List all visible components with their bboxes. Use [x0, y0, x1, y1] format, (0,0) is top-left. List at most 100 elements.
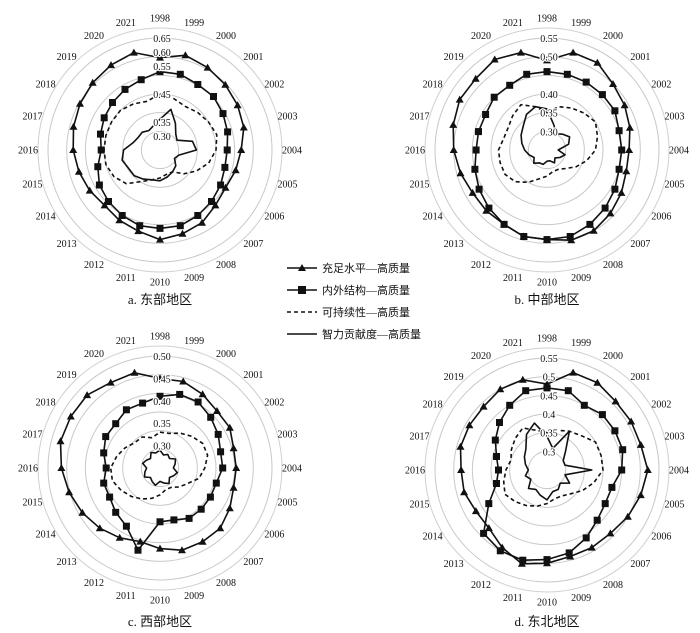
marker-structure-2008 [586, 220, 594, 228]
marker-adequacy-2019 [471, 74, 480, 82]
marker-structure-2011 [520, 233, 528, 240]
marker-structure-2020 [122, 406, 130, 414]
category-label-2008: 2008 [216, 260, 236, 271]
marker-adequacy-1998 [156, 374, 164, 382]
marker-adequacy-2008 [198, 537, 207, 545]
marker-adequacy-1999 [569, 48, 578, 56]
marker-structure-2008 [194, 212, 202, 219]
legend: 充足水平—高质量 内外结构—高质量 可持续性—高质量 智力贡献度—高质量 [287, 261, 421, 341]
marker-adequacy-2019 [479, 402, 488, 410]
category-label-2019: 2019 [444, 52, 464, 63]
marker-adequacy-2002 [225, 423, 234, 431]
marker-structure-2007 [601, 204, 609, 212]
category-label-2010: 2010 [537, 598, 557, 609]
marker-structure-2000 [580, 401, 588, 409]
category-label-2002: 2002 [651, 400, 671, 411]
marker-structure-2021 [139, 399, 147, 407]
tick-label: 0.55 [153, 62, 171, 73]
category-label-1999: 1999 [571, 18, 591, 29]
marker-structure-2010 [543, 236, 551, 244]
tick-label: 0.45 [153, 374, 171, 385]
grid-ring [47, 355, 273, 581]
marker-structure-2019 [112, 420, 120, 428]
category-label-2005: 2005 [278, 180, 298, 191]
marker-structure-2021 [137, 76, 145, 84]
marker-structure-2005 [615, 165, 623, 173]
marker-adequacy-2011 [136, 537, 145, 545]
tick-label: 0.60 [153, 48, 171, 59]
category-label-2002: 2002 [651, 80, 671, 91]
outer-ring [424, 347, 670, 593]
marker-adequacy-2006 [617, 188, 626, 196]
category-label-2014: 2014 [36, 212, 56, 223]
category-label-2001: 2001 [243, 370, 263, 381]
marker-structure-2019 [496, 419, 503, 426]
marker-adequacy-2008 [198, 218, 206, 226]
category-label-2009: 2009 [184, 273, 204, 284]
marker-adequacy-2000 [593, 378, 602, 386]
marker-structure-2005 [221, 163, 229, 171]
category-label-2014: 2014 [423, 212, 443, 223]
marker-structure-2002 [219, 110, 227, 118]
series-line-adequacy [452, 51, 631, 241]
marker-adequacy-2017 [69, 122, 78, 130]
marker-adequacy-2004 [237, 146, 246, 153]
marker-structure-2016 [97, 146, 105, 154]
marker-adequacy-2021 [518, 375, 527, 383]
marker-adequacy-2020 [490, 55, 499, 63]
category-label-2011: 2011 [116, 591, 136, 602]
legend-item-structure: 内外结构—高质量 [287, 283, 410, 297]
marker-structure-2009 [566, 233, 574, 240]
tick-label: 0.5 [543, 373, 556, 384]
grid-ring [490, 93, 604, 207]
marker-structure-2021 [522, 387, 530, 395]
tick-label: 0.35 [540, 429, 558, 440]
marker-structure-2011 [134, 546, 142, 554]
category-label-2010: 2010 [150, 278, 170, 289]
marker-adequacy-2020 [106, 378, 115, 386]
outer-ring [37, 345, 283, 591]
grid-ring [509, 432, 585, 508]
marker-structure-2012 [500, 220, 508, 228]
marker-structure-2001 [598, 411, 606, 419]
category-label-2016: 2016 [405, 146, 425, 157]
category-label-2019: 2019 [444, 372, 464, 383]
marker-adequacy-2008 [589, 226, 598, 234]
category-label-2005: 2005 [665, 180, 685, 191]
category-label-1999: 1999 [184, 336, 204, 347]
marker-adequacy-2006 [623, 512, 632, 520]
category-label-2003: 2003 [278, 111, 298, 122]
marker-adequacy-2001 [611, 397, 620, 405]
category-label-2013: 2013 [57, 557, 77, 568]
marker-structure-2008 [582, 534, 590, 542]
legend-label-adequacy: 充足水平—高质量 [322, 261, 410, 275]
category-label-2015: 2015 [409, 180, 429, 191]
marker-adequacy-2014 [468, 188, 477, 196]
marker-structure-2010 [543, 556, 551, 564]
grid-ring [434, 357, 660, 583]
marker-structure-2015 [100, 479, 108, 487]
caption-central: b. 中部地区 [514, 292, 579, 307]
marker-structure-2002 [611, 107, 619, 115]
category-label-2018: 2018 [423, 80, 443, 91]
category-label-2011: 2011 [503, 273, 523, 284]
marker-adequacy-2018 [76, 99, 84, 107]
category-label-2012: 2012 [471, 580, 491, 591]
marker-adequacy-2017 [449, 120, 458, 128]
marker-structure-2018 [482, 111, 490, 118]
marker-structure-2018 [102, 433, 110, 441]
marker-structure-1999 [564, 387, 572, 395]
category-label-2001: 2001 [243, 52, 263, 63]
marker-adequacy-2017 [56, 437, 65, 445]
marker-adequacy-2018 [465, 421, 474, 429]
marker-adequacy-2019 [88, 78, 97, 86]
category-label-2019: 2019 [57, 52, 77, 63]
marker-adequacy-2003 [229, 444, 238, 452]
marker-structure-2003 [615, 127, 623, 135]
caption-west: c. 西部地区 [128, 614, 192, 629]
marker-adequacy-1999 [181, 51, 190, 59]
category-label-2004: 2004 [282, 146, 302, 157]
marker-adequacy-2021 [129, 48, 138, 56]
